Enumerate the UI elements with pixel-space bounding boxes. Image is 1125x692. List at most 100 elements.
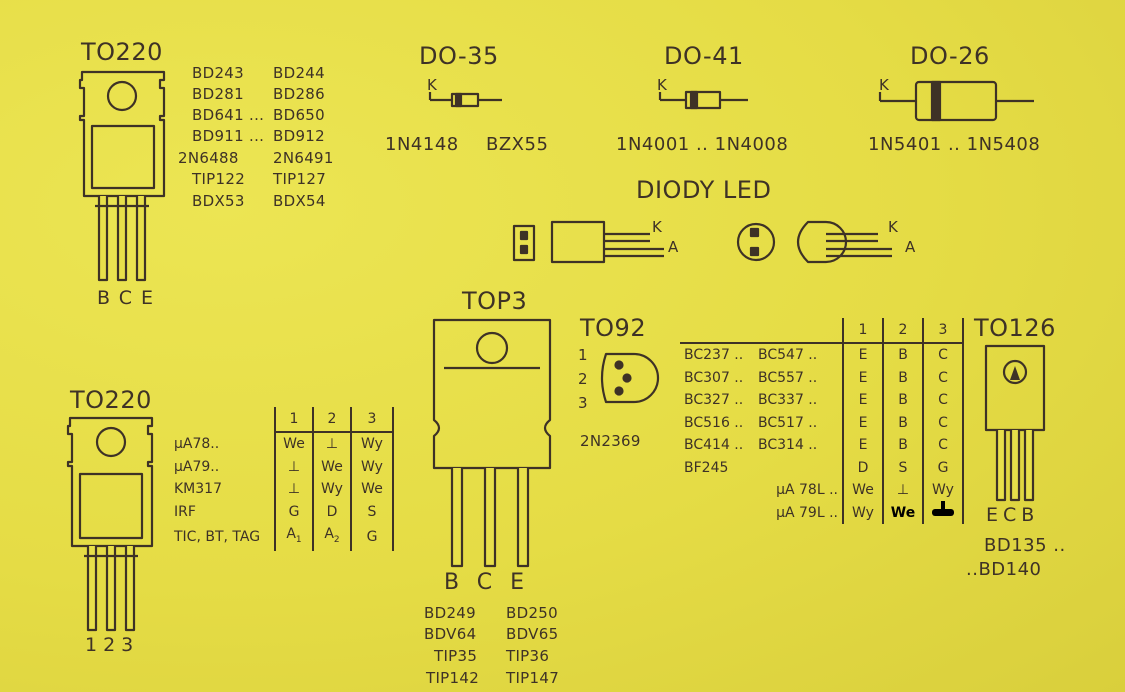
part-label: 2N6491 xyxy=(273,149,334,167)
part-label: BD641 ... xyxy=(192,106,265,124)
pin-cell: E xyxy=(842,434,883,457)
pin-cell: B xyxy=(882,366,923,389)
table-row: IRF G D S xyxy=(170,500,395,523)
column-header: 1 xyxy=(274,407,313,433)
column-header: 3 xyxy=(922,318,963,344)
part-label: BD244 xyxy=(273,64,325,82)
to126-package xyxy=(984,344,1046,502)
device-name: µA79.. xyxy=(174,458,220,475)
part-label: BDX54 xyxy=(273,192,326,210)
part-label: TIP36 xyxy=(506,647,550,665)
to126-part: ..BD140 xyxy=(966,559,1042,580)
part-label: BD249 xyxy=(424,604,476,622)
part-label: TIP35 xyxy=(434,647,478,665)
led-rect-a: A xyxy=(668,238,679,256)
to220-top-title: TO220 xyxy=(81,38,163,66)
pin-cell: A1 xyxy=(274,523,313,552)
part-label: BD250 xyxy=(506,604,558,622)
device-name: BC557 .. xyxy=(758,369,818,386)
table-row: TIC, BT, TAG A1 A2 G xyxy=(170,523,395,552)
table-row: µA78.. We ⊥ Wy xyxy=(170,432,395,456)
pin-cell: B xyxy=(882,389,923,412)
pin-cell: We xyxy=(274,432,313,456)
table-row: BF245 D S G xyxy=(680,456,965,479)
led-round xyxy=(736,220,892,264)
column-header: 2 xyxy=(882,318,923,344)
pin-cell xyxy=(922,501,963,524)
to220-bottom-title: TO220 xyxy=(70,386,152,414)
pin-cell: C xyxy=(922,343,963,367)
pin-cell: ⊥ xyxy=(312,432,351,456)
table-row: BC307 .. BC557 .. E B C xyxy=(680,366,965,389)
pin-cell: Wy xyxy=(842,501,883,524)
pin-cell: E xyxy=(842,366,883,389)
pin-value: A xyxy=(286,526,296,542)
device-name: µA 78L .. xyxy=(776,482,838,498)
column-header: 1 xyxy=(842,318,883,344)
pin-cell: We xyxy=(350,478,393,501)
table-row: µA 79L .. Wy We xyxy=(680,501,965,525)
table-row: BC516 .. BC517 .. E B C xyxy=(680,411,965,434)
to126-title: TO126 xyxy=(974,314,1056,342)
to220-bottom-package xyxy=(66,416,154,632)
pin-subscript: 2 xyxy=(333,534,340,545)
do35-diode xyxy=(428,92,502,108)
table-row: µA 78L .. We ⊥ Wy xyxy=(680,479,965,502)
pin-cell: B xyxy=(882,411,923,434)
top3-pins: BCE xyxy=(444,570,542,595)
pin-cell: S xyxy=(882,456,923,479)
column-header: 2 xyxy=(312,407,351,433)
do26-title: DO-26 xyxy=(910,42,990,70)
pin-cell: Wy xyxy=(350,432,393,456)
led-round-k: K xyxy=(888,218,899,236)
part-label: BD286 xyxy=(273,85,325,103)
device-name xyxy=(680,502,754,525)
pin-cell: G xyxy=(922,456,963,479)
column-header: 3 xyxy=(350,407,393,433)
pin-cell: Wy xyxy=(312,478,351,501)
pin-cell: E xyxy=(842,411,883,434)
device-name: TIC, BT, TAG xyxy=(174,528,261,545)
part-label: BDX53 xyxy=(192,192,245,210)
led-title: DIODY LED xyxy=(636,176,772,204)
pin-cell: C xyxy=(922,434,963,457)
do41-k-label: K xyxy=(657,76,668,94)
part-label: TIP142 xyxy=(426,669,480,687)
to126-pins: ECB xyxy=(986,504,1040,526)
pin-cell: D xyxy=(842,456,883,479)
to220-pinout-table: 1 2 3 µA78.. We ⊥ Wy µA79.. ⊥ We Wy KM31… xyxy=(170,407,395,552)
pin-cell: B xyxy=(882,434,923,457)
device-name: µA78.. xyxy=(174,435,220,452)
device-name: BC327 .. xyxy=(684,392,744,408)
pin-cell: Wy xyxy=(922,479,963,502)
device-name: µA 79L .. xyxy=(776,504,838,521)
table-row: BC327 .. BC337 .. E B C xyxy=(680,389,965,412)
part-label: TIP147 xyxy=(506,669,560,687)
pin-cell: We xyxy=(312,455,351,478)
device-name xyxy=(680,479,754,502)
part-label: BDV64 xyxy=(424,625,477,643)
to92-pin-number: 1 xyxy=(578,346,588,364)
device-name: BC314 .. xyxy=(758,437,818,453)
to92-part: 2N2369 xyxy=(580,432,641,450)
do41-parts: 1N4001 .. 1N4008 xyxy=(616,134,789,155)
to220-top-package xyxy=(78,70,166,282)
pin-cell: Wy xyxy=(350,455,393,478)
led-rect-k: K xyxy=(652,218,663,236)
to220-bottom-pins: 123 xyxy=(85,634,140,656)
pin-cell: C xyxy=(922,389,963,412)
to92-package xyxy=(600,352,660,404)
pin-cell: E xyxy=(842,389,883,412)
part-label: BD650 xyxy=(273,106,325,124)
to92-pin-number: 2 xyxy=(578,370,588,388)
pin-cell: A2 xyxy=(312,523,351,552)
pin-cell: C xyxy=(922,366,963,389)
do41-title: DO-41 xyxy=(664,42,744,70)
part-label: BD243 xyxy=(192,64,244,82)
led-rect xyxy=(512,220,664,264)
do41-diode xyxy=(658,90,748,110)
pin-cell-highlighted: We xyxy=(882,501,923,524)
pin-cell: G xyxy=(350,523,393,552)
device-name: BC414 .. xyxy=(684,437,744,453)
